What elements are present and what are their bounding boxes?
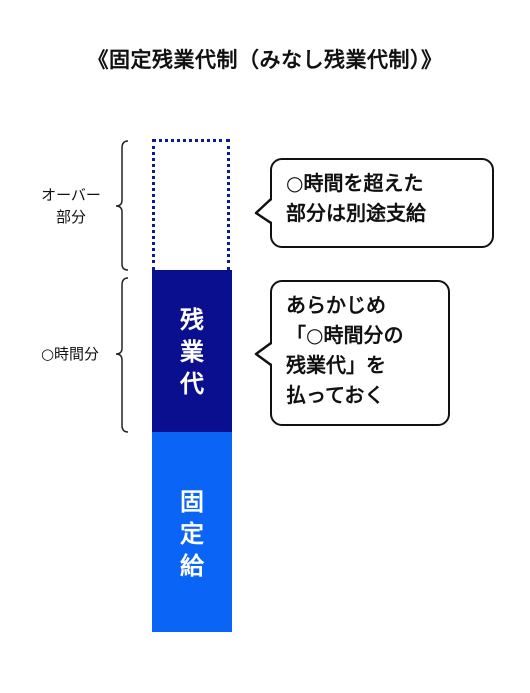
fixed-char: 定: [180, 520, 204, 548]
diagram-title: 《固定残業代制（みなし残業代制）》: [87, 48, 443, 72]
bubble-bottom-line: 払っておく: [286, 383, 385, 407]
bubble-top-line: 部分は別途支給: [286, 201, 426, 225]
bubble-top: ○時間を超えた 部分は別途支給: [270, 158, 494, 248]
bubble-bottom-line: あらかじめ: [286, 293, 386, 317]
overtime-char: 代: [180, 370, 204, 398]
bubble-bottom-line: 残業代」を: [286, 353, 386, 377]
overtime-char: 業: [180, 338, 204, 366]
fixed-label: 固 定 給: [152, 486, 232, 582]
overtime-bar: 残 業 代: [152, 270, 232, 432]
bubble-top-tail-outline: [254, 198, 272, 225]
over-part-dashed-bar: [152, 139, 230, 270]
bubble-bottom-line: 「○時間分の: [286, 323, 404, 347]
fixed-char: 固: [180, 488, 204, 516]
side-label-over-line2: 部分: [55, 208, 86, 226]
side-label-over: オーバー 部分: [26, 184, 116, 228]
fixed-char: 給: [180, 552, 204, 580]
bubble-bottom-tail: [256, 344, 272, 364]
bubble-bottom: あらかじめ 「○時間分の 残業代」を 払っておく: [270, 280, 450, 426]
bubble-top-line: ○時間を超えた: [286, 171, 424, 195]
bubble-top-tail: [256, 200, 272, 222]
bracket-over: [115, 140, 129, 271]
overtime-char: 残: [180, 306, 204, 334]
fixed-salary-bar: 固 定 給: [152, 432, 232, 632]
side-label-hours: ○時間分: [40, 345, 100, 363]
side-label-over-line1: オーバー: [41, 186, 101, 204]
bubble-bottom-tail-outline: [254, 341, 272, 367]
overtime-label: 残 業 代: [152, 304, 232, 400]
bracket-hours: [115, 277, 129, 433]
